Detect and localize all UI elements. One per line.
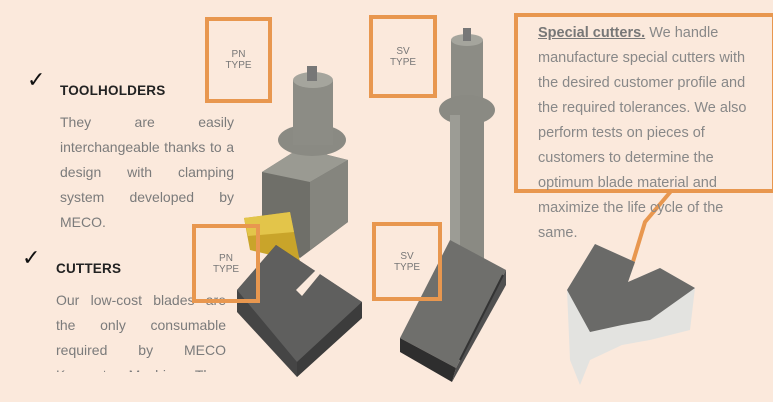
label-line: PN: [231, 49, 246, 60]
special-cutters-heading: Special cutters.: [538, 25, 646, 41]
label-line: SV: [400, 250, 414, 262]
label-line: TYPE: [212, 263, 240, 275]
pn-cutter-image: [237, 245, 362, 377]
label-line: PN: [219, 252, 233, 264]
pn-toolholder-image: [244, 66, 348, 262]
special-cutters-text: We handle manufacture special cutters wi…: [538, 25, 747, 241]
callout-pointer: [630, 188, 674, 266]
checkmark-icon: ✓: [27, 68, 46, 93]
sv-cutter-label: SV TYPE: [372, 222, 442, 301]
special-cutter-image: [567, 244, 695, 385]
cutters-description: Our low-cost blades are the only consuma…: [56, 292, 226, 372]
checkmark-icon: ✓: [22, 246, 41, 271]
label-line: TYPE: [393, 261, 421, 273]
sv-toolholder-label: SV TYPE: [369, 15, 437, 98]
special-cutters-callout: Special cutters. We handle manufacture s…: [514, 13, 773, 241]
label-line: SV: [396, 45, 410, 57]
label-line: TYPE: [225, 60, 252, 71]
toolholders-description: They are easily interchangeable thanks t…: [60, 114, 234, 230]
label-line: TYPE: [389, 56, 417, 68]
pn-cutter-label: PN TYPE: [192, 224, 260, 303]
sv-cutter-image: [400, 240, 506, 382]
cutters-title: CUTTERS: [56, 261, 122, 276]
pn-toolholder-label: PN TYPE: [205, 17, 272, 103]
toolholders-title: TOOLHOLDERS: [60, 83, 166, 98]
